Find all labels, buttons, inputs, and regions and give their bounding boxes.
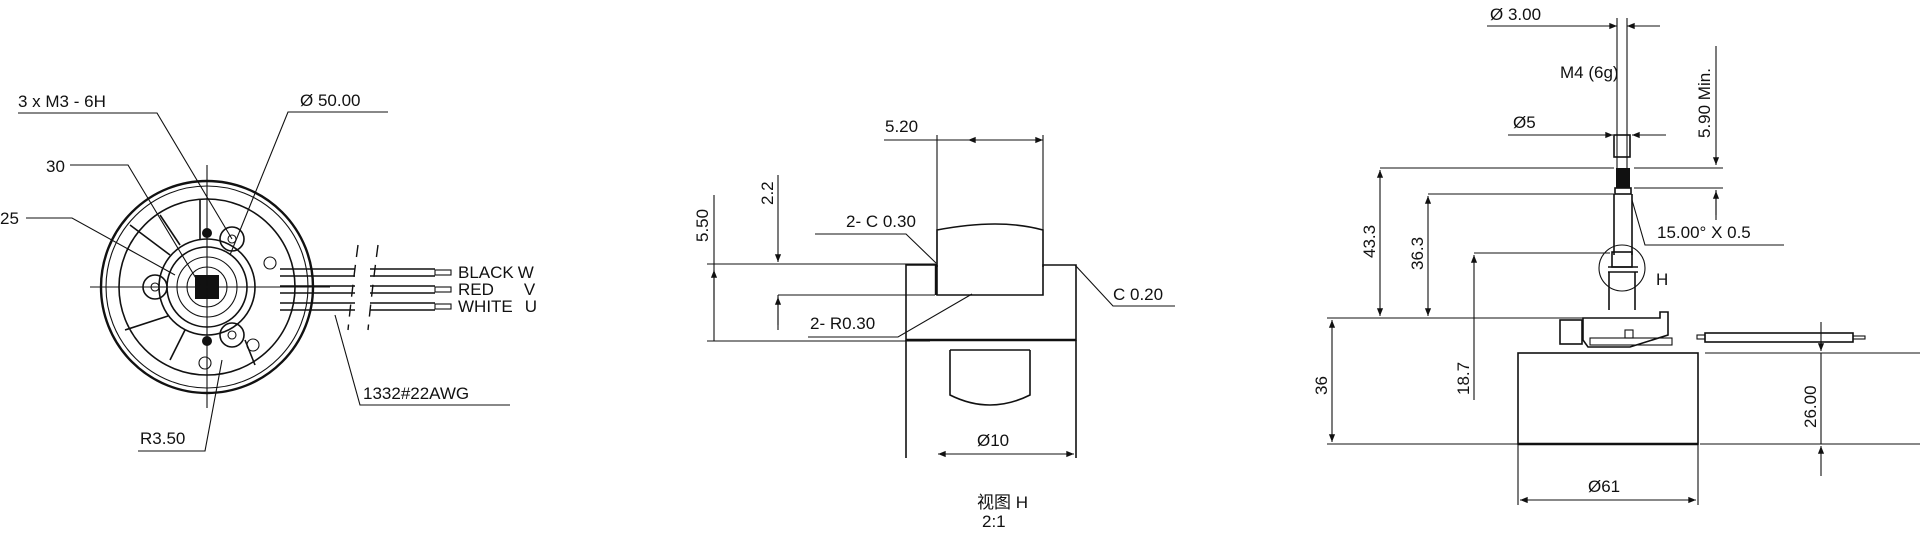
wire-bundle xyxy=(280,244,452,331)
label-pcd-25: 25 xyxy=(0,209,19,228)
label-outer-diameter: Ø 50.00 xyxy=(300,91,361,110)
label-diameter-61: Ø61 xyxy=(1588,477,1620,496)
label-pcd-30: 30 xyxy=(46,157,65,176)
label-height-2600: 26.00 xyxy=(1801,385,1820,428)
motor-body xyxy=(1517,352,1699,445)
detail-h-marker-circle xyxy=(1598,244,1646,292)
label-thread-m4: M4 (6g) xyxy=(1560,63,1619,82)
label-cable-spec: 1332#22AWG xyxy=(363,384,469,403)
label-height-36: 36 xyxy=(1312,376,1331,395)
detail-view-h: 5.20 Ø10 5.50 2.2 2- C 0.30 2- R0.30 C 0… xyxy=(693,117,1175,531)
label-height-550: 5.50 xyxy=(693,209,712,242)
label-diameter-10: Ø10 xyxy=(977,431,1009,450)
label-height-363: 36.3 xyxy=(1408,237,1427,270)
label-width-520: 5.20 xyxy=(885,117,918,136)
label-detail-h: H xyxy=(1656,270,1668,289)
label-radius-030: 2- R0.30 xyxy=(810,314,875,333)
label-height-187: 18.7 xyxy=(1454,362,1473,395)
label-diameter-5: Ø5 xyxy=(1513,113,1536,132)
label-height-433: 43.3 xyxy=(1360,225,1379,258)
detail-view-caption: 视图 H xyxy=(977,493,1028,512)
label-chamfer: 15.00° X 0.5 xyxy=(1657,223,1751,242)
label-radius: R3.50 xyxy=(140,429,185,448)
side-view: H Ø61 Ø 3.00 M4 (6g) Ø xyxy=(1312,5,1920,505)
label-shaft-diameter: Ø 3.00 xyxy=(1490,5,1541,24)
detail-view-scale: 2:1 xyxy=(982,512,1006,531)
label-chamfer-030: 2- C 0.30 xyxy=(846,212,916,231)
label-min-length: 5.90 Min. xyxy=(1695,68,1714,138)
label-chamfer-020: C 0.20 xyxy=(1113,285,1163,304)
label-thread-holes: 3 x M3 - 6H xyxy=(18,92,106,111)
label-height-22: 2.2 xyxy=(758,181,777,205)
